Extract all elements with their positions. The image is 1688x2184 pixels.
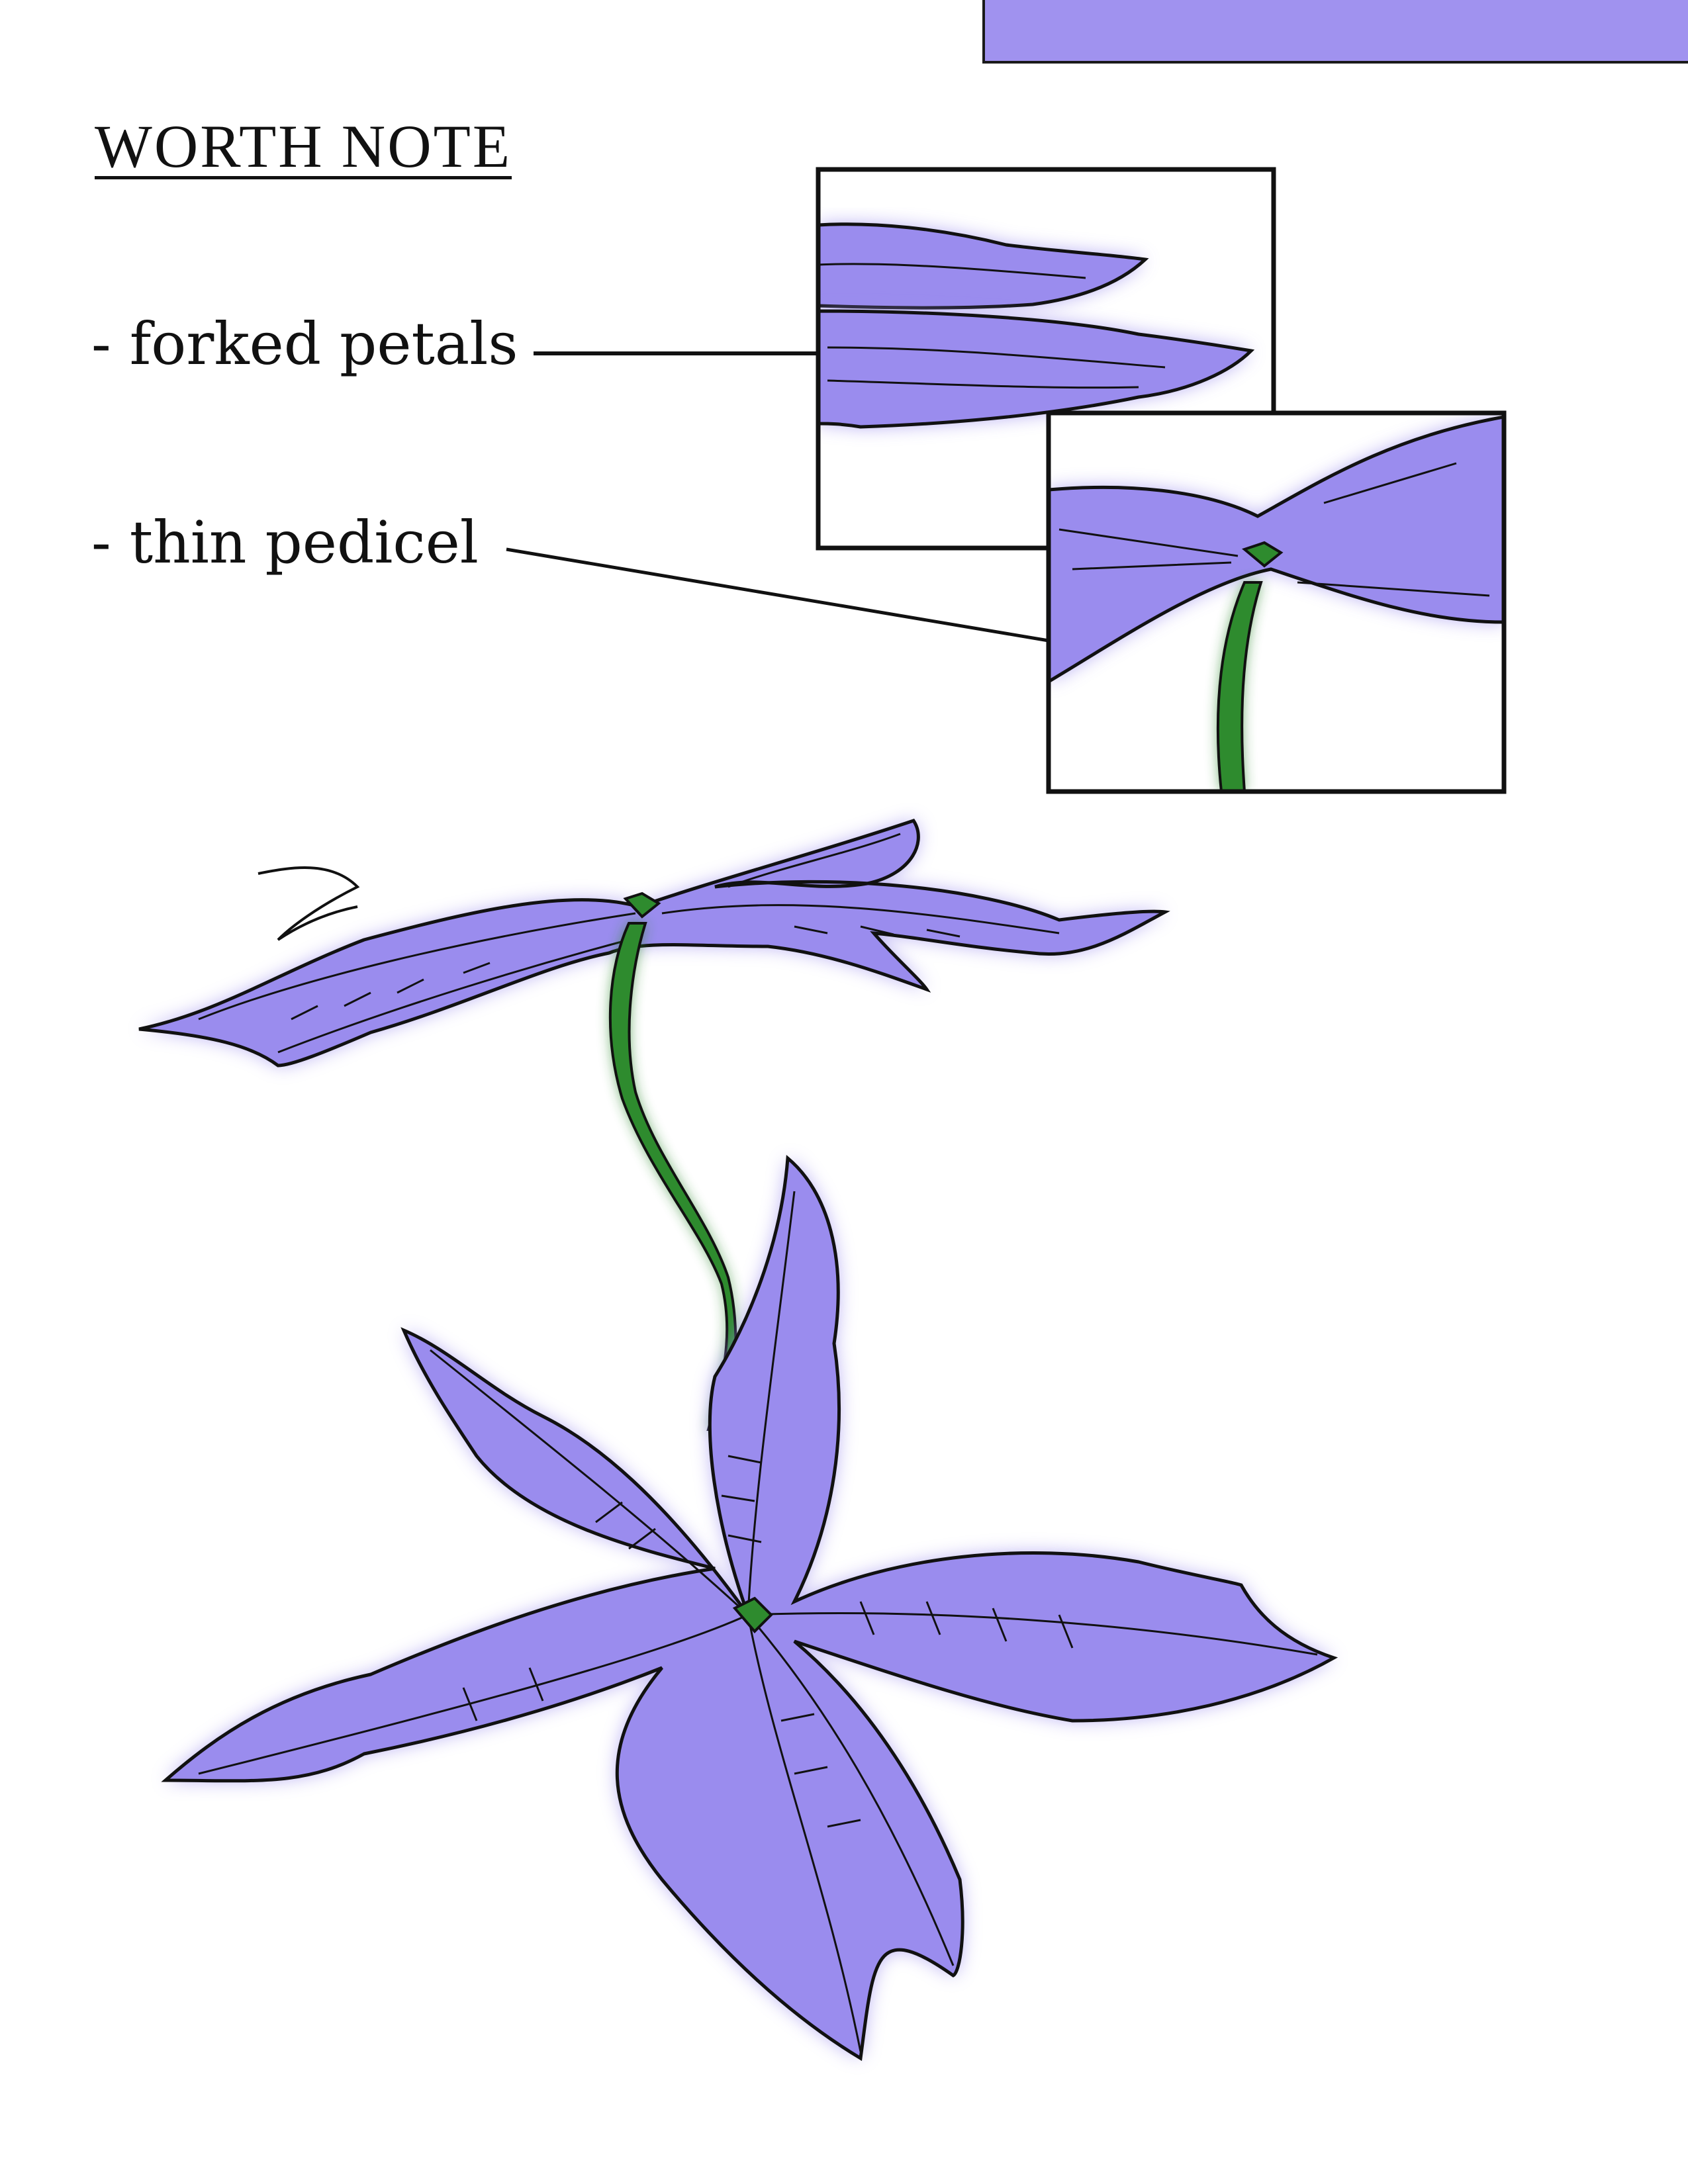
corner-accent-bar [982,0,1688,64]
forked-petal-detail [816,167,1276,551]
leader-line-thin-pedicel [506,547,1049,643]
flower-bottom [161,1154,1338,2062]
note-forked-petals: - forked petals [91,310,518,378]
note-thin-pedicel: - thin pedicel [91,508,479,576]
pedicel-detail [1046,410,1507,794]
page-title: WORTH NOTE [95,113,512,180]
flower-top [138,819,1170,1431]
